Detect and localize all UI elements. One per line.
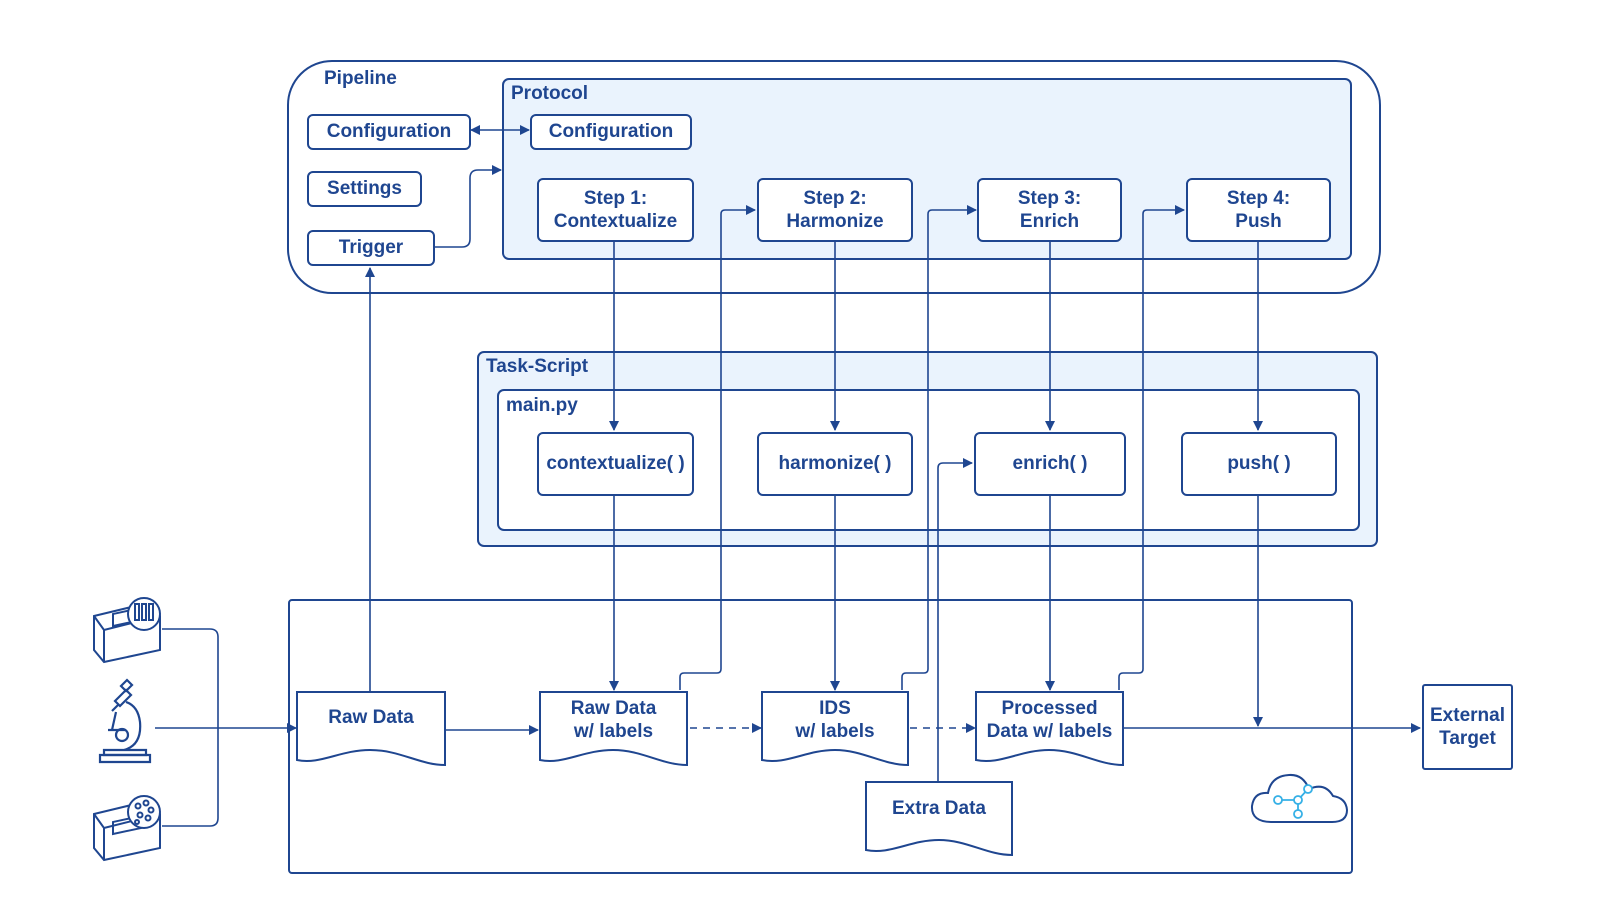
protocol-title: Protocol	[511, 83, 589, 104]
processed-to-step4-arrow	[1118, 205, 1185, 690]
function-contextualize-box[interactable]: contextualize( )	[537, 432, 694, 496]
extra-data-document	[865, 781, 1013, 857]
pipeline-trigger-box[interactable]: Trigger	[307, 230, 435, 266]
raw-labels-document	[539, 691, 688, 767]
extra-data-label: Extra Data	[892, 798, 986, 819]
ids-to-step3-arrow	[901, 205, 977, 690]
processed-data-label: Processed Data w/ labels	[986, 698, 1113, 743]
plate-reader-icon	[93, 597, 161, 664]
function-harmonize-box[interactable]: harmonize( )	[757, 432, 913, 496]
step-4-box[interactable]: Step 4: Push	[1186, 178, 1331, 242]
raw-data-labels-label: Raw Data w/ labels	[570, 698, 657, 743]
main-py-title: main.py	[506, 395, 578, 416]
trigger-arrow	[435, 165, 502, 248]
processed-document	[975, 691, 1124, 767]
petri-dish-reader-icon	[93, 795, 161, 862]
extra-to-enrich-arrow	[937, 458, 973, 782]
task-script-title: Task-Script	[486, 356, 589, 377]
pipeline-configuration-box[interactable]: Configuration	[307, 114, 471, 150]
protocol-container	[502, 78, 1352, 260]
cloud-network-icon	[1250, 773, 1349, 823]
protocol-configuration-box[interactable]: Configuration	[530, 114, 692, 150]
raw-data-label: Raw Data	[328, 707, 414, 728]
raw-data-document	[296, 691, 446, 767]
step-3-box[interactable]: Step 3: Enrich	[977, 178, 1122, 242]
instrument3-link	[162, 728, 219, 827]
microscope-icon	[98, 678, 152, 764]
function-enrich-box[interactable]: enrich( )	[974, 432, 1126, 496]
external-target-box[interactable]: External Target	[1422, 684, 1513, 770]
pipeline-title: Pipeline	[324, 68, 397, 89]
rawlabels-to-step2-arrow	[679, 205, 756, 690]
step-1-box[interactable]: Step 1: Contextualize	[537, 178, 694, 242]
step-2-box[interactable]: Step 2: Harmonize	[757, 178, 913, 242]
ids-labels-label: IDS w/ labels	[795, 698, 875, 743]
function-push-box[interactable]: push( )	[1181, 432, 1337, 496]
instrument1-link	[162, 628, 219, 728]
ids-labels-document	[761, 691, 909, 767]
pipeline-settings-box[interactable]: Settings	[307, 171, 422, 207]
